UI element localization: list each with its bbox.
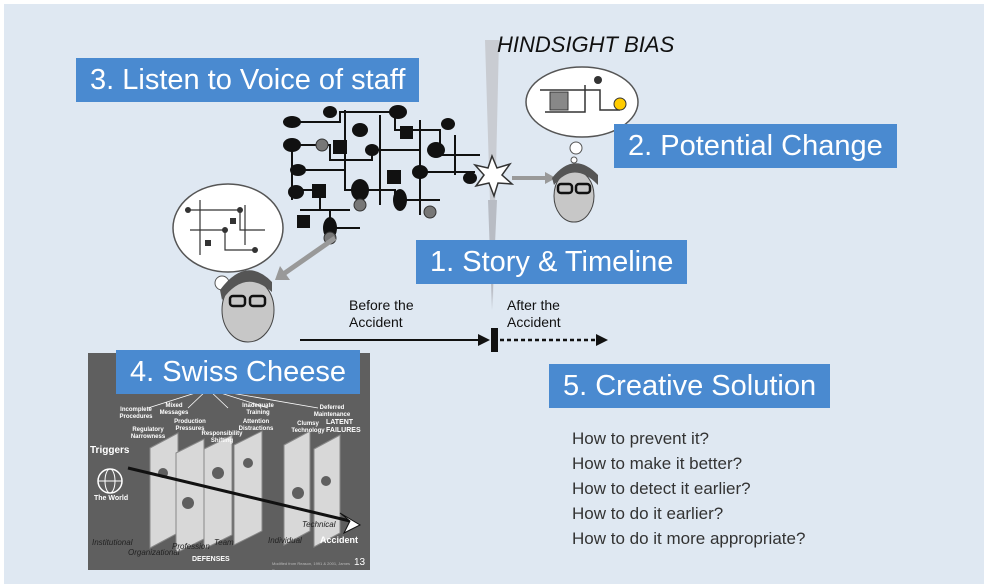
hazard-trajectory <box>127 466 351 523</box>
swiss-cheese-graphic <box>97 388 362 554</box>
swiss-cheese-model: Incomplete Procedures Mixed Messages Reg… <box>88 353 370 570</box>
hazard-label: Inadequate Training <box>242 403 274 416</box>
reviewer-head-right <box>552 163 598 223</box>
question-item: How to do it more appropriate? <box>572 529 806 548</box>
arrow-to-staff <box>280 235 337 278</box>
globe-icon <box>97 468 123 494</box>
hindsight-heading: HINDSIGHT BIAS <box>497 32 675 57</box>
defenses-label: DEFENSES <box>192 556 230 563</box>
accident-star <box>472 153 515 199</box>
slide-number: 13 <box>354 557 366 568</box>
swiss-cheese-label: 4. Swiss Cheese <box>116 350 360 394</box>
hazard-label: Deferred Maintenance <box>313 405 351 418</box>
question-item: How to do it earlier? <box>572 504 724 523</box>
before-accident-label: Before the Accident <box>349 297 414 330</box>
source-credit: Modified from Reason, 1991 & 2001, James… <box>272 561 351 570</box>
hazard-label: Clumsy Technology <box>291 421 325 434</box>
cheese-slices <box>149 430 341 554</box>
listen-staff-label: 3. Listen to Voice of staff <box>76 58 420 102</box>
layer-label: Profession <box>172 542 210 551</box>
layer-label: Technical <box>302 520 336 529</box>
layer-label: Individual <box>268 536 302 545</box>
latent-failures-label: LATENT FAILURES <box>326 419 361 434</box>
flow-nodes <box>283 105 477 239</box>
after-accident-label: After the Accident <box>507 297 561 330</box>
question-item: How to detect it earlier? <box>572 479 751 498</box>
questions-list: How to prevent it? How to make it better… <box>572 426 805 551</box>
layer-label: Team <box>214 538 234 547</box>
hazard-label: Responsibility Shifting <box>201 431 243 444</box>
potential-change-label: 2. Potential Change <box>614 124 897 168</box>
layer-label: Institutional <box>92 538 133 547</box>
staff-head-left <box>220 270 275 343</box>
hazard-label: Mixed Messages <box>159 403 189 416</box>
story-timeline-label: 1. Story & Timeline <box>416 240 688 284</box>
layer-label: Organizational <box>128 548 180 557</box>
thought-bubble-right <box>525 66 639 164</box>
creative-solution-label: 5. Creative Solution <box>549 364 831 408</box>
hazard-label: Incomplete Procedures <box>119 407 153 420</box>
hazard-label: Regulatory Narrowness <box>130 427 166 440</box>
accident-marker <box>491 328 498 352</box>
world-label: The World <box>94 495 129 502</box>
question-item: How to prevent it? <box>572 429 710 448</box>
hazard-label: Attention Distractions <box>238 419 274 432</box>
triggers-label: Triggers <box>90 445 130 456</box>
accident-burst <box>339 512 362 535</box>
accident-label: Accident <box>320 535 359 545</box>
question-item: How to make it better? <box>572 454 743 473</box>
hazard-label: Production Pressures <box>174 419 206 432</box>
